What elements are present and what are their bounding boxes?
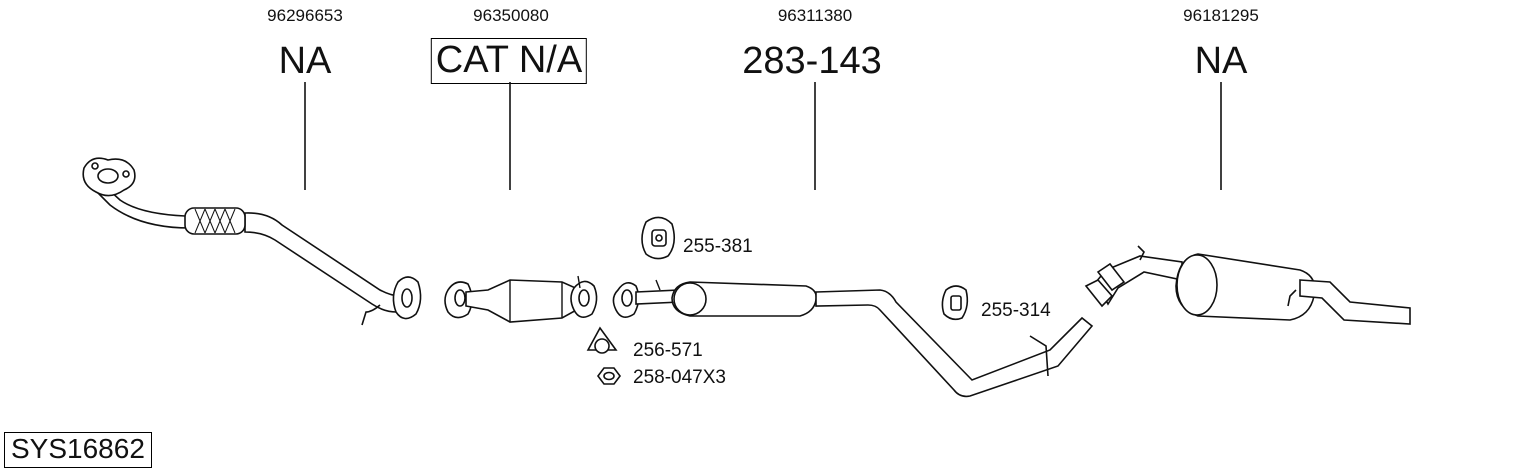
label-hanger-255-314[interactable]: 255-314 — [981, 300, 1051, 321]
nut-258-047x3-icon — [597, 367, 621, 385]
rear-silencer-drawing — [1084, 245, 1411, 325]
front-pipe-drawing — [82, 157, 422, 326]
system-code-box: SYS16862 — [4, 432, 152, 469]
catalyst-drawing — [444, 275, 598, 323]
oem-number-front-pipe: 96296653 — [267, 6, 343, 25]
label-gasket-256-571[interactable]: 256-571 — [633, 340, 703, 361]
hanger-255-381-icon — [641, 216, 676, 260]
part-ref-front-pipe[interactable]: NA — [278, 40, 332, 82]
label-nut-258-047x3[interactable]: 258-047X3 — [633, 367, 726, 388]
oem-number-middle-silencer: 96311380 — [777, 6, 853, 25]
label-hanger-255-381[interactable]: 255-381 — [683, 236, 753, 257]
part-ref-rear-silencer[interactable]: NA — [1194, 40, 1248, 82]
middle-silencer-drawing — [612, 279, 1094, 398]
part-ref-middle-silencer[interactable]: 283-143 — [742, 40, 882, 82]
part-ref-catalyst[interactable]: CAT N/A — [430, 38, 588, 84]
oem-number-catalyst: 96350080 — [473, 6, 549, 25]
hanger-255-314-icon — [941, 285, 969, 321]
oem-number-rear-silencer: 96181295 — [1183, 6, 1259, 25]
gasket-256-571-icon — [586, 326, 618, 354]
